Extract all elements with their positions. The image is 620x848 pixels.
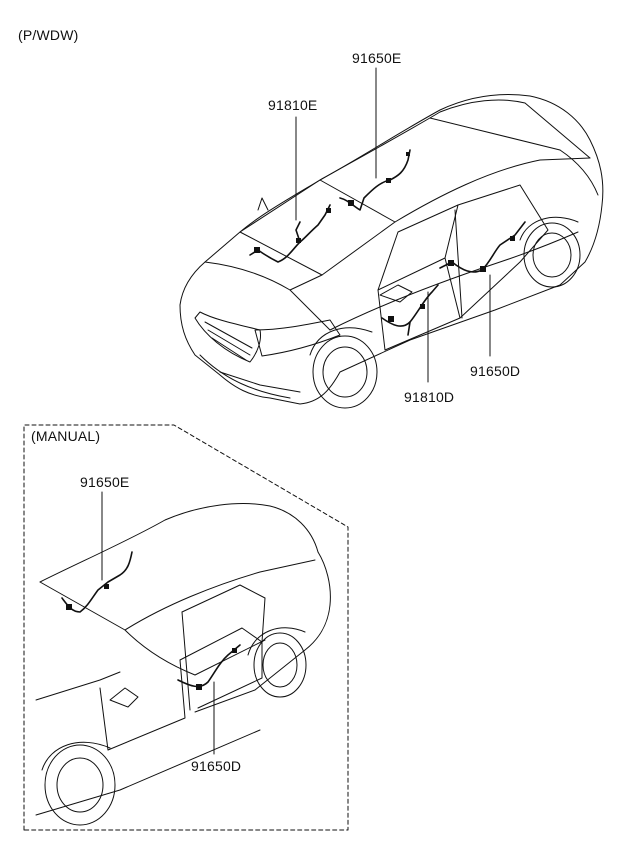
manual-section-label: (MANUAL) [31, 428, 101, 444]
part-label-91810e[interactable]: 91810E [268, 97, 318, 113]
part-label-91650e-bottom[interactable]: 91650E [80, 474, 130, 490]
part-label-91810d[interactable]: 91810D [404, 389, 455, 405]
part-label-91650d-bottom[interactable]: 91650D [191, 758, 242, 774]
car-bottom-illustration [23, 424, 349, 831]
car-top-illustration [179, 67, 604, 409]
part-label-91650d-top[interactable]: 91650D [470, 363, 521, 379]
part-label-91650e-top[interactable]: 91650E [352, 50, 402, 66]
pwdw-section-label: (P/WDW) [18, 27, 79, 43]
